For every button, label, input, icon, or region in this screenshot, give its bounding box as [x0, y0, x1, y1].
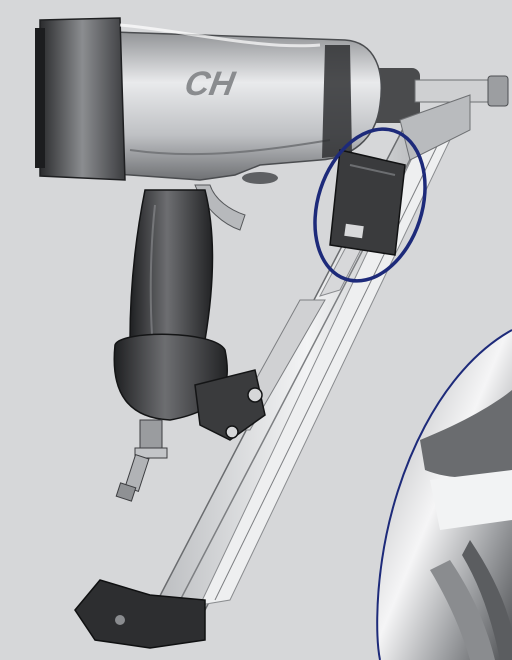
highlight-ring-icon	[313, 127, 427, 283]
handle-grip	[113, 189, 266, 441]
motor-housing	[35, 17, 382, 184]
ch-logo-icon: CH	[182, 65, 239, 103]
lens-border	[376, 329, 512, 660]
magazine-foot	[74, 579, 206, 649]
svg-text:CH: CH	[182, 65, 239, 103]
air-fitting	[115, 419, 168, 502]
depth-adjust-module	[329, 149, 406, 256]
